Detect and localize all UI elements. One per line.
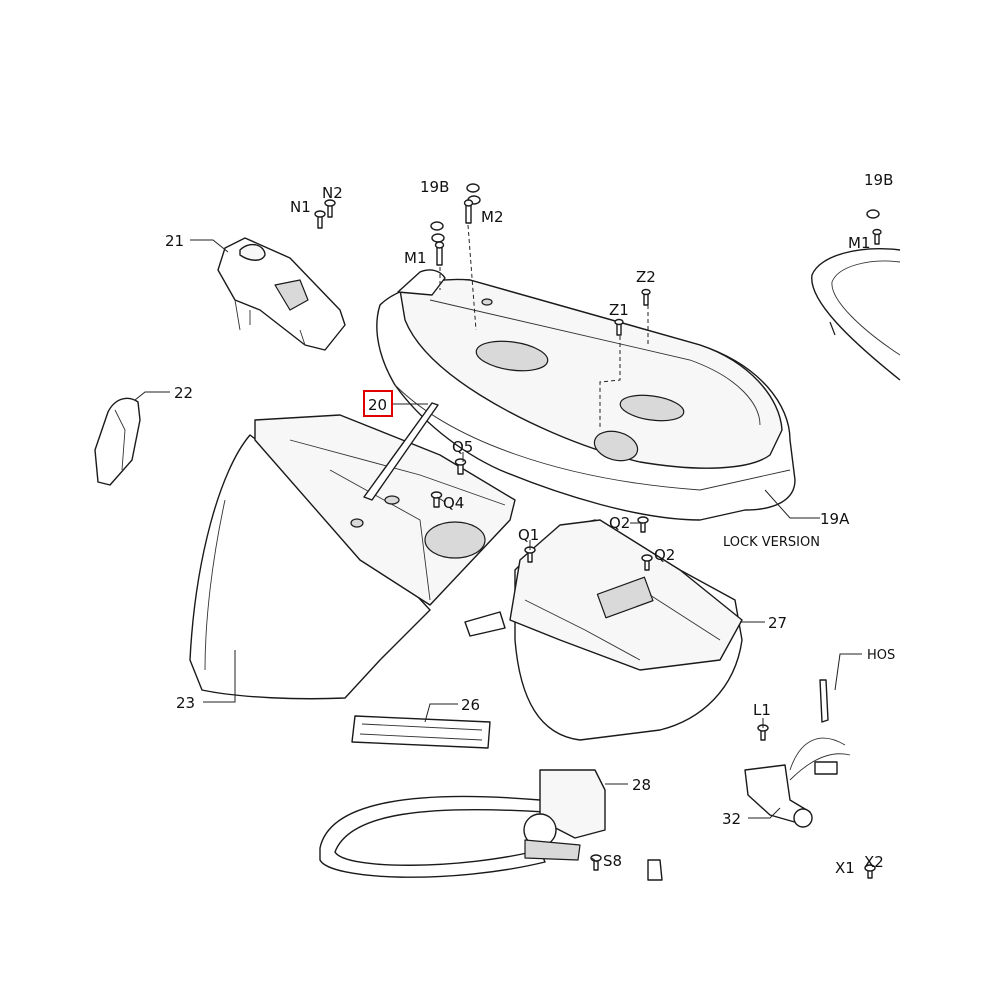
part-26-handle bbox=[351, 715, 491, 749]
part-27-lower-housing bbox=[464, 516, 743, 741]
label-26: 26 bbox=[461, 696, 480, 714]
part-23-front-panel bbox=[189, 434, 431, 700]
part-22-clip bbox=[94, 397, 141, 486]
label-19b: 19B bbox=[864, 171, 893, 189]
label-22: 22 bbox=[174, 384, 193, 402]
label-27: 27 bbox=[768, 614, 787, 632]
label-hos: HOS bbox=[867, 648, 895, 663]
label-q4: Q4 bbox=[443, 494, 464, 512]
label-z2: Z2 bbox=[636, 268, 656, 286]
label-19b: 19B bbox=[420, 178, 449, 196]
part-19a-lid bbox=[376, 269, 796, 521]
label-n1: N1 bbox=[290, 198, 311, 216]
label-z1: Z1 bbox=[609, 301, 629, 319]
label-n2: N2 bbox=[322, 184, 343, 202]
part-upper-housing bbox=[254, 414, 516, 606]
highlight-box bbox=[363, 390, 393, 417]
label-l1: L1 bbox=[753, 701, 771, 719]
label-21: 21 bbox=[165, 232, 184, 250]
part-28-pump-hose bbox=[319, 769, 663, 881]
label-19a: 19A bbox=[820, 510, 850, 528]
label-s8: S8 bbox=[603, 852, 622, 870]
part-20-rod bbox=[363, 402, 439, 501]
label-m2: M2 bbox=[481, 208, 504, 226]
label-20: 20 bbox=[368, 396, 387, 414]
label-q2: Q2 bbox=[654, 546, 675, 564]
part-21-latch bbox=[217, 237, 346, 351]
part-19b-partial bbox=[811, 209, 901, 381]
label-32: 32 bbox=[722, 810, 741, 828]
label-x1: X1 bbox=[835, 859, 855, 877]
label-q2: Q2 bbox=[609, 514, 630, 532]
label-x2: X2 bbox=[864, 853, 884, 871]
label-lock-version: LOCK VERSION bbox=[723, 535, 820, 550]
label-23: 23 bbox=[176, 694, 195, 712]
screws-n1-n2 bbox=[314, 199, 336, 229]
callout-labels: 19B 19B M2 M1 M1 Z2 Z1 N1 N2 21 22 20 Q5… bbox=[165, 171, 895, 877]
label-m1: M1 bbox=[404, 249, 427, 267]
label-28: 28 bbox=[632, 776, 651, 794]
leader-lines bbox=[134, 239, 862, 863]
label-q1: Q1 bbox=[518, 526, 539, 544]
label-q5: Q5 bbox=[452, 438, 473, 456]
fasteners-upper bbox=[430, 183, 651, 430]
label-m1: M1 bbox=[848, 234, 871, 252]
